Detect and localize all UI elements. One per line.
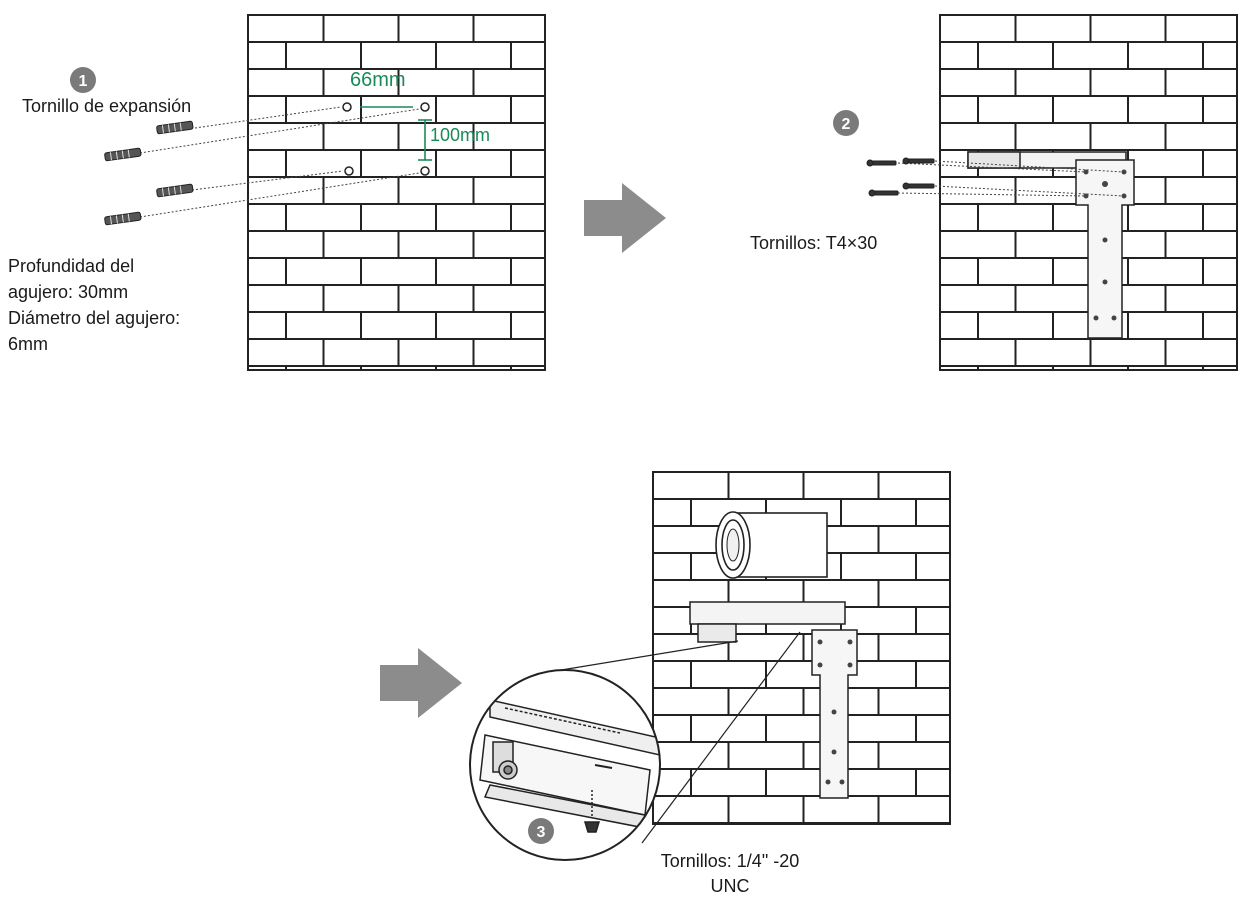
step-1-panel: 1 Tornillo de expansión 66mm 100mm (8, 14, 546, 371)
step-1-badge: 1 (70, 67, 96, 93)
width-dimension: 66mm (350, 69, 406, 91)
detail-magnifier: 3 (469, 669, 661, 861)
step-arrow-icon (584, 183, 666, 253)
expansion-anchor-icon (104, 120, 194, 226)
svg-text:1: 1 (79, 73, 88, 90)
unc-screw-label: Tornillos: 1/4" -20 UNC (661, 851, 799, 896)
screw-icon (866, 157, 935, 197)
step-3-panel: 3 Tornillos: 1/4" -20 UNC (469, 471, 951, 896)
step-2-badge: 2 (833, 110, 859, 136)
svg-text:6mm: 6mm (8, 334, 48, 354)
step-3-badge: 3 (528, 818, 554, 844)
expansion-screw-label: Tornillo de expansión (22, 96, 191, 116)
svg-text:2: 2 (842, 116, 851, 133)
height-dimension: 100mm (430, 125, 490, 145)
hole-specs: Profundidad del agujero: 30mm Diámetro d… (8, 256, 180, 354)
bracket-icon (689, 601, 858, 799)
svg-text:agujero: 30mm: agujero: 30mm (8, 282, 128, 302)
svg-text:Tornillos: 1/4" -20: Tornillos: 1/4" -20 (661, 851, 799, 871)
drill-holes (342, 102, 430, 176)
step-arrow-icon (380, 648, 462, 718)
brick-wall-1 (248, 15, 545, 370)
svg-text:Diámetro del agujero:: Diámetro del agujero: (8, 308, 180, 328)
dimension-lines (360, 106, 432, 161)
magnifier-guides (542, 631, 801, 844)
anchor-guides (139, 106, 420, 218)
svg-text:3: 3 (537, 824, 546, 841)
camera-icon (715, 511, 828, 579)
t4x30-screw-label: Tornillos: T4×30 (750, 233, 877, 253)
svg-text:UNC: UNC (711, 876, 750, 896)
svg-text:Profundidad del: Profundidad del (8, 256, 134, 276)
screw-guides (897, 160, 1125, 197)
step-2-panel: 2 Tornillos: (750, 14, 1238, 371)
